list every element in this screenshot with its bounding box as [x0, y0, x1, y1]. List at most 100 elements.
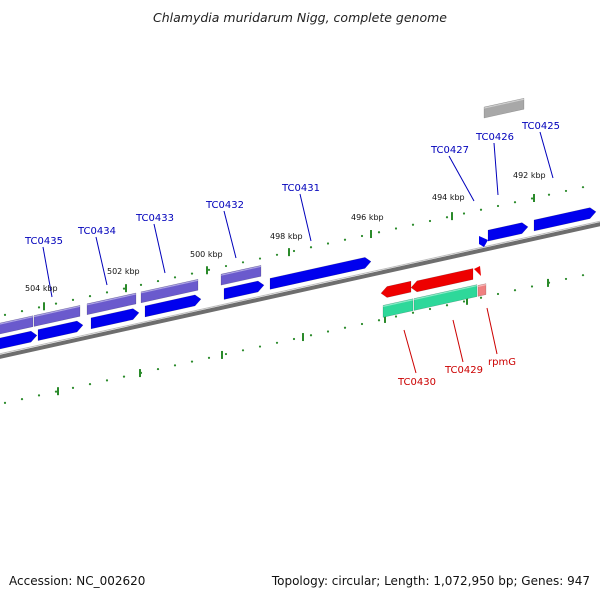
scale-dot-lower: [190, 360, 194, 363]
gene-features: [0, 97, 597, 350]
scale-dot-upper: [530, 197, 534, 200]
scale-dot-upper: [207, 268, 211, 271]
gene-label-tc0435[interactable]: TC0435: [24, 236, 63, 247]
leader-line-forward: [153, 223, 166, 274]
scale-dot-lower: [275, 341, 279, 344]
rna-block-reverse-shine: [477, 284, 487, 287]
scale-label-502: 502 kbp: [107, 267, 140, 276]
scale-dot-lower: [20, 398, 24, 401]
gene-label-tc0431[interactable]: TC0431: [281, 183, 320, 194]
cds-arrow-forward: [533, 207, 597, 232]
cds-arrow-forward: [223, 280, 265, 300]
scale-dot-lower: [360, 322, 364, 326]
scale-dot-lower: [292, 337, 296, 341]
gene-block-reverse: [413, 284, 478, 311]
scale-dot-lower: [394, 315, 398, 318]
gene-block-reverse-shine: [413, 285, 478, 301]
scale-dot-lower: [428, 307, 432, 311]
scale-dot-upper: [513, 201, 517, 204]
cds-arrow-reverse-small: [474, 266, 481, 276]
scale-dot-upper: [564, 189, 568, 193]
scale-dot-lower: [479, 296, 483, 299]
pseudo-gene-block-shine: [483, 98, 525, 109]
gene-label-tc0426[interactable]: TC0426: [475, 132, 514, 143]
scale-dot-lower: [37, 394, 41, 397]
gene-block-forward-shine: [0, 316, 34, 325]
scale-dot-lower: [445, 304, 449, 307]
scale-dot-lower: [496, 292, 500, 296]
scale-dot-lower: [309, 334, 313, 337]
scale-dot-upper: [479, 208, 483, 211]
cds-arrow-reverse: [380, 280, 412, 298]
scale-dot-upper: [156, 279, 160, 283]
cds-arrow-forward: [0, 330, 38, 350]
gene-block-forward-shine: [33, 305, 81, 318]
genome-title: Chlamydia muridarum Nigg, complete genom…: [153, 10, 447, 25]
leader-line-forward: [493, 142, 499, 196]
scale-dot-lower: [88, 383, 92, 386]
gene-block-forward: [86, 292, 137, 316]
gene-label-tc0427[interactable]: TC0427: [430, 145, 469, 156]
leader-line-reverse: [452, 319, 464, 363]
scale-dot-upper: [411, 223, 415, 226]
scale-dot-upper: [360, 234, 364, 238]
pseudo-gene-block: [483, 97, 525, 119]
scale-dot-lower: [513, 289, 517, 292]
scale-dot-upper: [326, 242, 330, 245]
gene-block-reverse-shine: [382, 299, 414, 307]
leader-line-forward: [299, 193, 312, 242]
gene-label-rpmg[interactable]: rpmG: [488, 357, 516, 368]
leader-line-reverse: [486, 307, 498, 355]
cds-arrow-forward: [144, 294, 202, 318]
scale-dot-lower: [3, 401, 7, 404]
scale-dot-lower: [207, 356, 211, 359]
scale-dot-upper: [139, 283, 143, 286]
scale-dot-upper: [20, 310, 24, 313]
scale-dot-lower: [343, 326, 347, 329]
scale-dot-upper: [445, 216, 449, 219]
gene-label-tc0429[interactable]: TC0429: [444, 365, 483, 376]
scale-dot-upper: [258, 257, 262, 260]
scale-dot-lower: [224, 352, 228, 356]
leader-line-forward: [448, 155, 475, 202]
gene-label-tc0425[interactable]: TC0425: [521, 121, 560, 132]
accession-text: Accession: NC_002620: [9, 574, 146, 588]
gene-block-forward: [33, 305, 81, 327]
gene-label-tc0430[interactable]: TC0430: [397, 377, 436, 388]
leader-line-forward: [223, 210, 237, 259]
scale-dot-upper: [292, 249, 296, 253]
leader-line-forward: [42, 246, 53, 298]
scale-dot-upper: [54, 302, 58, 305]
scale-dot-upper: [394, 227, 398, 230]
cds-arrow-forward: [487, 222, 529, 242]
scale-dot-upper: [462, 212, 466, 215]
scale-dot-lower: [530, 285, 534, 288]
scale-dot-upper: [581, 186, 585, 189]
genome-backbone-highlight: [0, 220, 600, 355]
scale-dot-upper: [105, 291, 109, 294]
gene-label-tc0434[interactable]: TC0434: [77, 226, 116, 237]
scale-dot-lower: [377, 319, 381, 322]
scale-dot-upper: [343, 238, 347, 241]
scale-dot-upper: [37, 306, 41, 309]
gene-label-tc0433[interactable]: TC0433: [135, 213, 174, 224]
scale-dot-lower: [581, 274, 585, 277]
gene-block-forward-shine: [220, 265, 262, 276]
gene-block-forward-shine: [86, 293, 137, 306]
gene-block-forward: [220, 265, 262, 286]
scale-dot-upper: [428, 219, 432, 223]
scale-dot-upper: [173, 276, 177, 279]
scale-dot-lower: [105, 379, 109, 382]
gene-block-reverse: [382, 298, 414, 318]
leader-line-forward: [539, 131, 554, 179]
cds-arrow-forward: [269, 257, 372, 290]
scale-label-500: 500 kbp: [190, 250, 223, 259]
gene-label-tc0432[interactable]: TC0432: [205, 200, 244, 211]
gene-block-forward-shine: [140, 279, 199, 294]
label-leader-lines: [42, 131, 554, 374]
rna-block-reverse: [477, 283, 487, 297]
scale-dot-upper: [190, 272, 194, 275]
scale-label-496: 496 kbp: [351, 213, 384, 222]
scale-label-498: 498 kbp: [270, 232, 303, 241]
